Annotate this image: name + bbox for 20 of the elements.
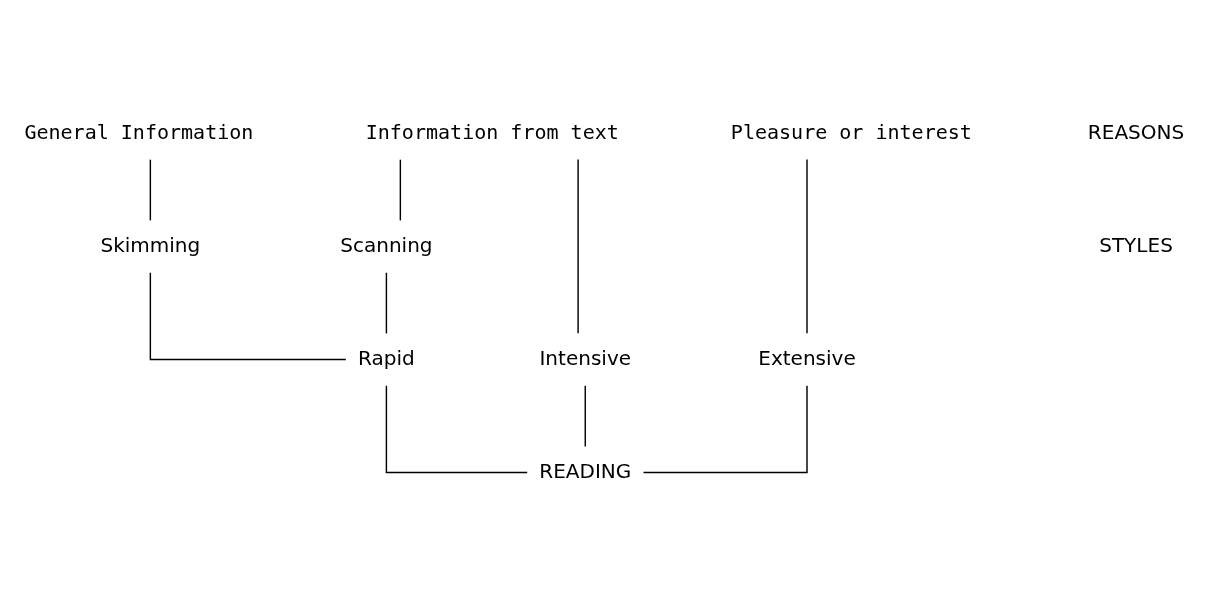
node-text: Intensive xyxy=(539,345,632,370)
node-text: Pleasure or interest xyxy=(730,119,972,144)
node-text: General Information xyxy=(24,119,254,144)
node-text: Skimming xyxy=(100,232,201,257)
connector xyxy=(385,384,528,473)
node-text: Extensive xyxy=(758,345,856,370)
connector xyxy=(149,158,152,221)
label: STYLES xyxy=(1099,232,1173,257)
connector xyxy=(577,158,579,334)
node-text: READING xyxy=(539,458,632,483)
connector xyxy=(399,158,402,221)
connector xyxy=(149,271,347,360)
node-text: Rapid xyxy=(358,345,415,370)
connector xyxy=(584,384,586,447)
connector xyxy=(642,384,808,473)
label: REASONS xyxy=(1087,119,1185,144)
node-text: Scanning xyxy=(340,232,433,257)
node-text: Information from text xyxy=(365,119,619,144)
connector xyxy=(385,271,388,334)
connector xyxy=(806,158,808,334)
